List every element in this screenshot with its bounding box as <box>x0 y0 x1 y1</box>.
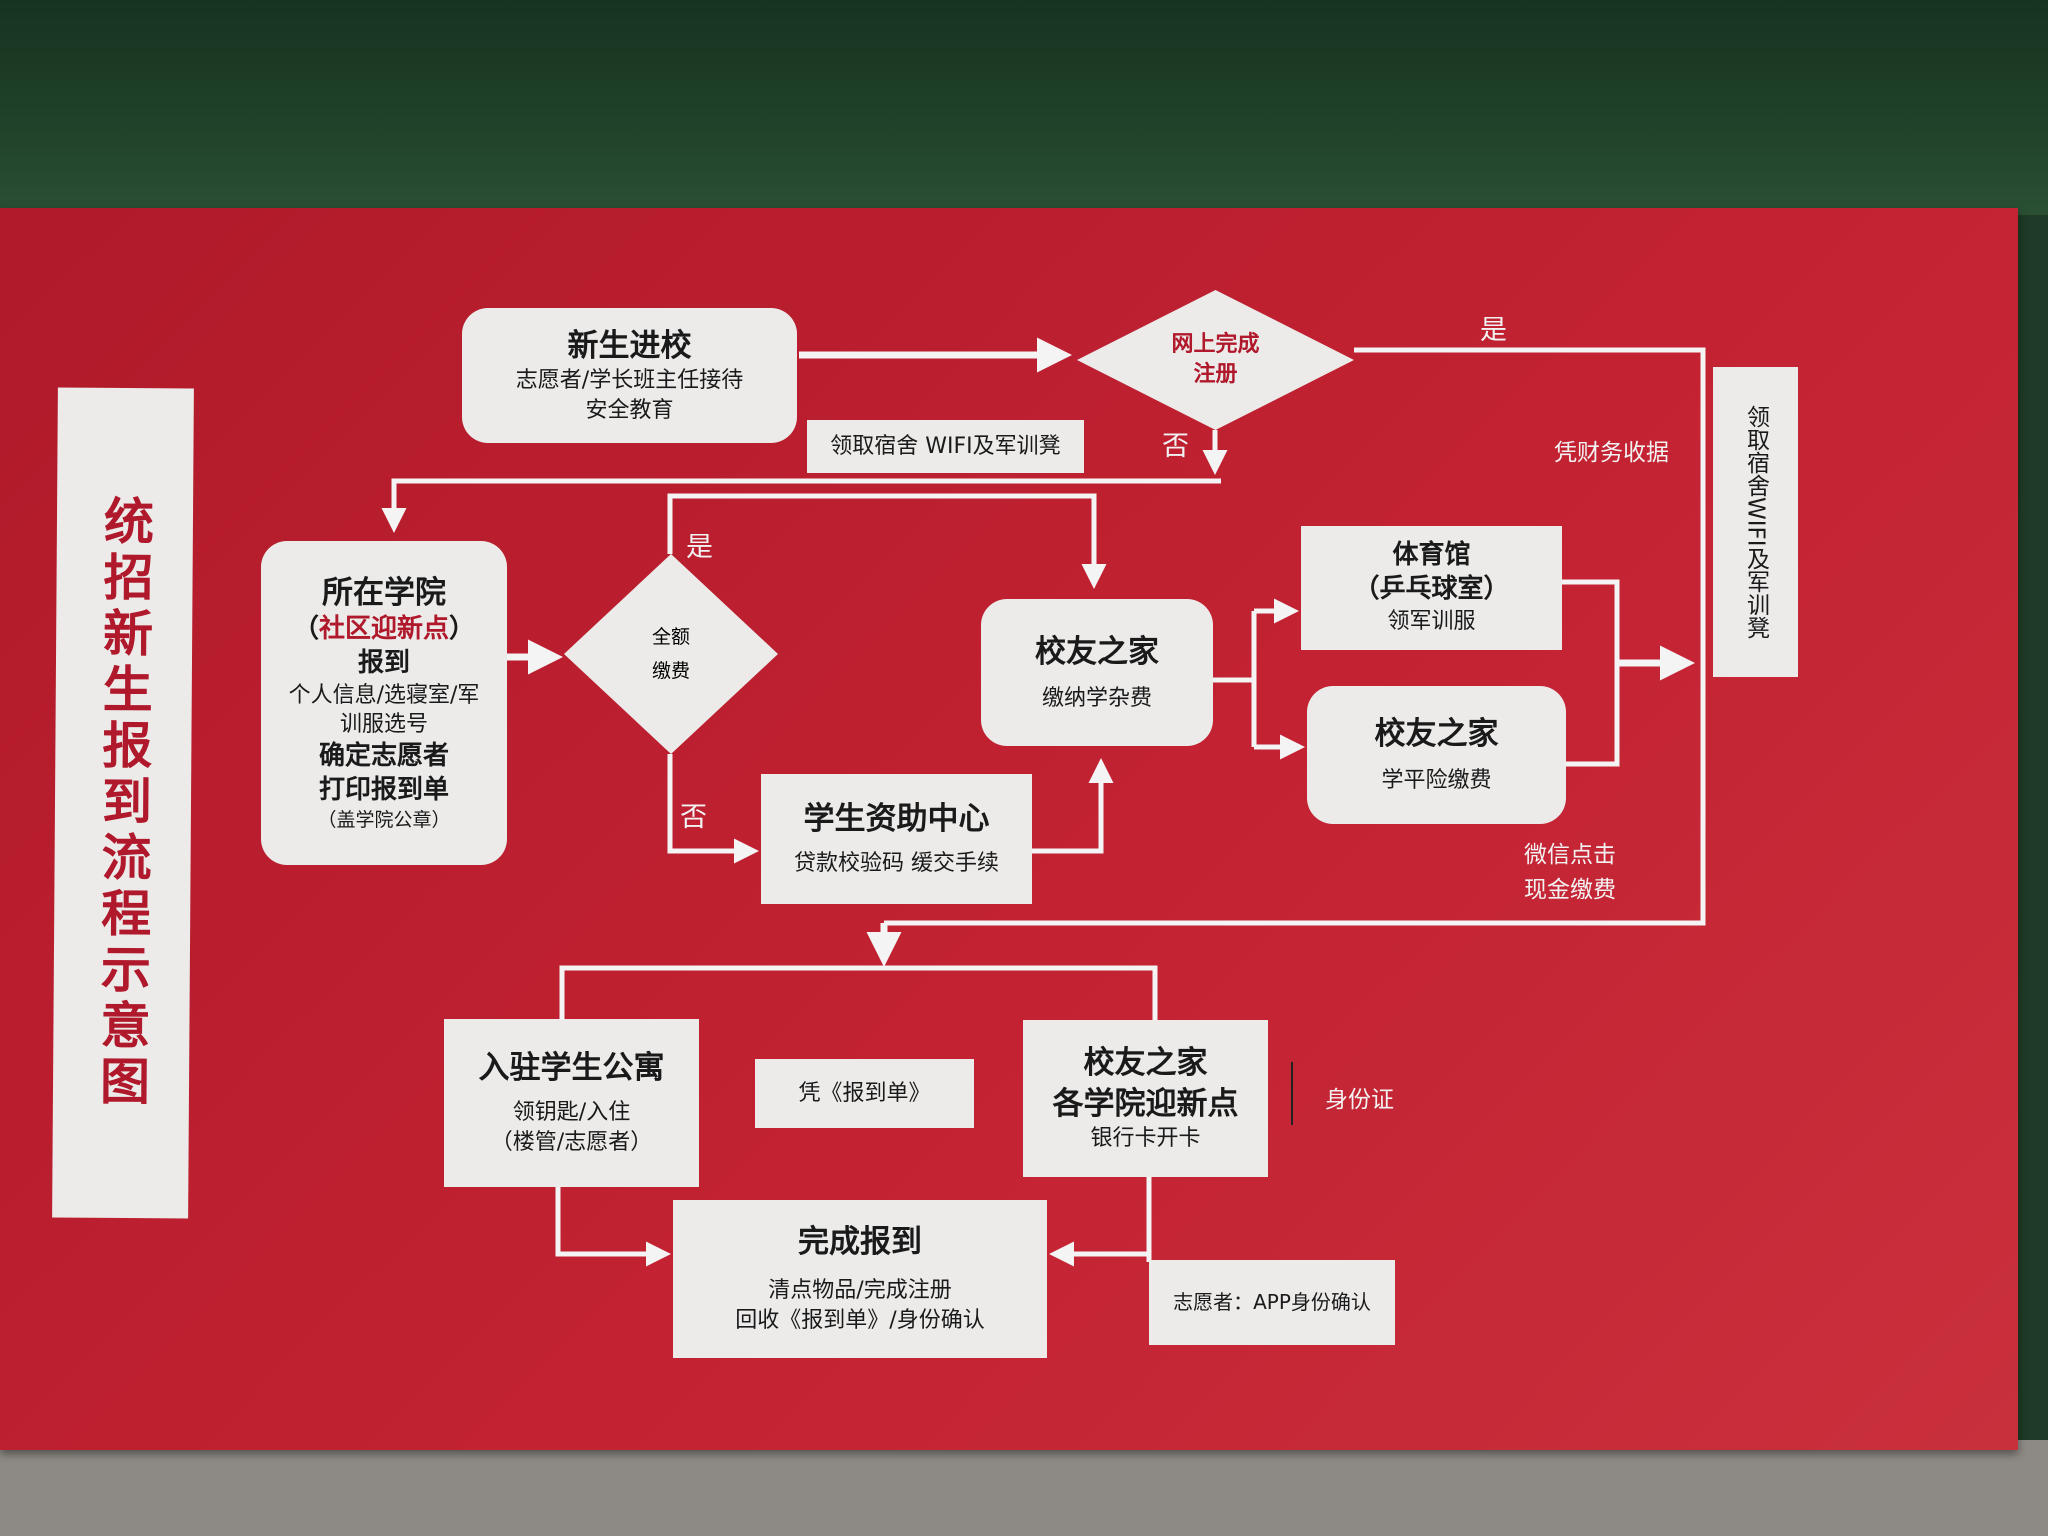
node-text: （楼管/志愿者） <box>490 1130 653 1156</box>
label-yes: 是 <box>686 532 713 563</box>
paren: ） <box>449 614 476 645</box>
node-text: 报到 <box>357 647 410 678</box>
node-text: 回收《报到单》/身份确认 <box>735 1308 985 1334</box>
arrow-fullpay-yes <box>667 493 1107 589</box>
decision-text: 全额 <box>651 625 690 648</box>
report-form-box: 凭《报到单》 <box>755 1059 974 1128</box>
node-gym: 体育馆 （乒乓球室） 领军训服 <box>1301 526 1562 650</box>
node-aid-center: 学生资助中心 贷款校验码 缓交手续 <box>761 774 1032 904</box>
line-online-yes <box>884 347 1706 926</box>
paren: （ <box>292 614 319 645</box>
node-college: 所在学院 （社区迎新点） 报到 个人信息/选寝室/军 训服选号 确定志愿者 打印… <box>261 541 507 865</box>
decision-text: 网上完成 <box>1171 332 1260 358</box>
title-text: 统招新生报到流程示意图 <box>91 494 155 1112</box>
node-text: 安全教育 <box>585 397 674 423</box>
decision-online-registered: 网上完成注册 <box>1077 290 1354 430</box>
decision-text: 注册 <box>1193 362 1238 387</box>
label-id-card: 身份证 <box>1325 1087 1394 1113</box>
background-ground <box>0 1440 2048 1536</box>
node-title: 学生资助中心 <box>803 801 990 837</box>
label-wechat: 微信点击 <box>1524 842 1616 868</box>
wifi-label-text: 领取宿舍 WIFI及军训凳 <box>830 433 1061 459</box>
vertical-title: 统招新生报到流程示意图 <box>52 387 194 1219</box>
background-wall <box>0 0 2048 215</box>
arrow-bank-to-complete <box>1049 1177 1152 1267</box>
report-form-text: 凭《报到单》 <box>798 1080 931 1106</box>
right-wifi-box: 领取宿舍WIFI及军训凳 <box>1713 367 1798 677</box>
decision-text: 缴费 <box>651 660 690 682</box>
node-title: 校友之家 <box>1035 633 1159 670</box>
arrow-aid-to-alumni <box>1032 758 1114 854</box>
volunteer-app-box: 志愿者：APP身份确认 <box>1149 1260 1395 1345</box>
node-text: 领钥匙/入住 <box>512 1100 631 1126</box>
label-no: 否 <box>680 802 707 833</box>
node-subtitle: 社区迎新点 <box>318 614 449 645</box>
arrow-dorm-to-complete <box>555 1187 671 1267</box>
node-title: 完成报到 <box>798 1224 922 1261</box>
node-alumni-fees: 校友之家 缴纳学杂费 <box>981 599 1213 746</box>
node-text: （盖学院公章） <box>317 808 451 831</box>
node-title: 入驻学生公寓 <box>478 1050 665 1087</box>
node-title: 所在学院 <box>322 574 446 611</box>
node-title: 校友之家 <box>1374 716 1499 752</box>
node-text: 领军训服 <box>1387 608 1476 634</box>
line-merge <box>1562 579 1620 767</box>
label-no: 否 <box>1162 431 1189 462</box>
right-wifi-text: 领取宿舍WIFI及军训凳 <box>1742 405 1769 639</box>
node-text: 确定志愿者 <box>318 741 449 772</box>
line-branch <box>559 965 1158 1020</box>
node-text: 个人信息/选寝室/军 <box>288 682 480 708</box>
wifi-label-box: 领取宿舍 WIFI及军训凳 <box>807 420 1084 473</box>
node-text: 志愿者/学长班主任接待 <box>515 367 744 393</box>
label-finance-receipt: 凭财务收据 <box>1554 440 1669 466</box>
label-cash: 现金缴费 <box>1524 877 1616 903</box>
arrow-fullpay-no <box>667 754 759 864</box>
decision-full-payment: 全额缴费 <box>564 554 778 754</box>
node-alumni-insurance: 校友之家 学平险缴费 <box>1307 686 1566 824</box>
node-enter: 新生进校 志愿者/学长班主任接待 安全教育 <box>462 308 797 443</box>
node-title: 新生进校 <box>567 327 692 364</box>
node-text: 缴纳学杂费 <box>1041 685 1152 711</box>
node-text: 贷款校验码 缓交手续 <box>794 851 999 877</box>
node-title: 体育馆 <box>1392 540 1471 571</box>
node-complete: 完成报到 清点物品/完成注册 回收《报到单》/身份确认 <box>673 1200 1047 1358</box>
node-text: 打印报到单 <box>318 774 449 805</box>
node-alumni-bank: 校友之家 各学院迎新点 银行卡开卡 <box>1023 1020 1268 1177</box>
node-title: 校友之家 <box>1083 1045 1208 1082</box>
node-title: 各学院迎新点 <box>1052 1085 1239 1122</box>
node-text: 学平险缴费 <box>1381 768 1492 794</box>
volunteer-app-text: 志愿者：APP身份确认 <box>1173 1290 1371 1314</box>
node-text: （乒乓球室） <box>1353 574 1510 605</box>
node-dorm: 入驻学生公寓 领钥匙/入住 （楼管/志愿者） <box>444 1019 699 1187</box>
node-text: 训服选号 <box>339 712 428 738</box>
node-text: 清点物品/完成注册 <box>768 1278 952 1304</box>
label-yes: 是 <box>1480 315 1507 346</box>
arrow-to-college <box>381 478 1221 533</box>
node-text: 银行卡开卡 <box>1090 1125 1201 1151</box>
